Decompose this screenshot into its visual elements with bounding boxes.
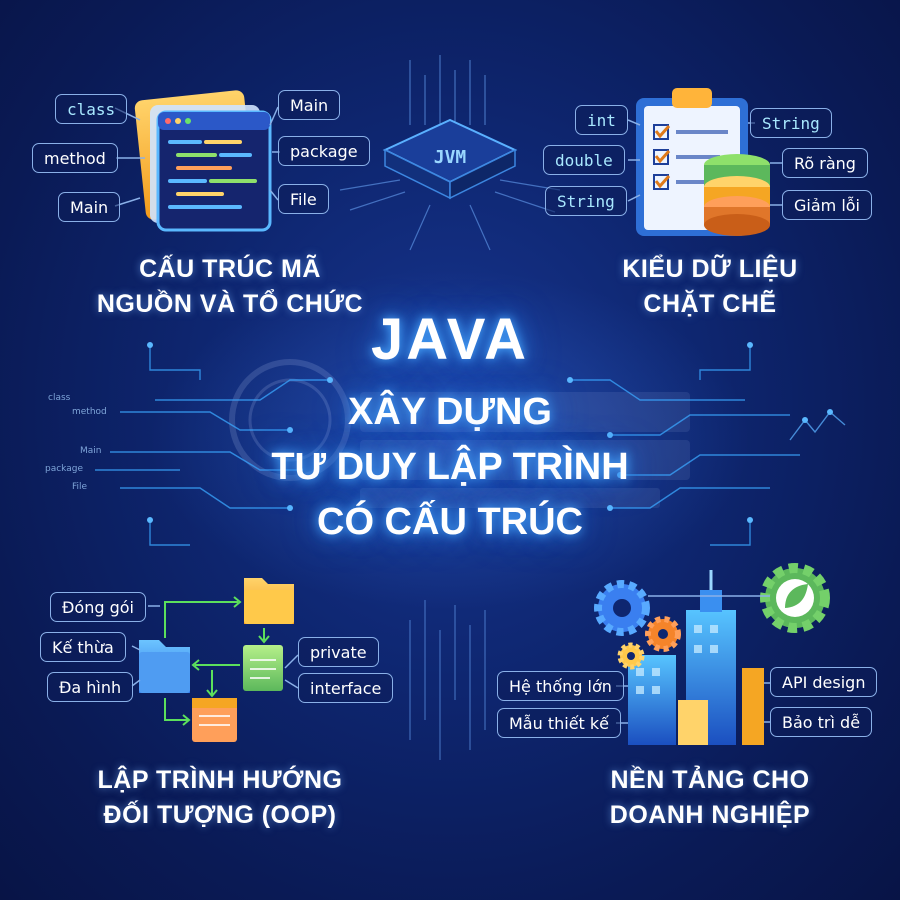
tag-file: File (278, 184, 329, 214)
subtitle-line-3: CÓ CẤU TRÚC (317, 501, 583, 543)
tag-method: method (32, 143, 118, 173)
quadrant-title-enterprise: NỀN TẢNG CHO DOANH NGHIỆP (609, 766, 811, 829)
main-title: JAVA (370, 307, 530, 372)
quadrant-title-oop: LẬP TRÌNH HƯỚNG ĐỐI TƯỢNG (OOP) (97, 766, 343, 829)
tag-int: int (575, 105, 628, 135)
city-gears-icon (594, 563, 830, 745)
tag-string: String (545, 186, 627, 216)
watermark-seal (229, 359, 690, 508)
clipboard-database-icon (627, 88, 782, 236)
gear-icon (594, 563, 830, 670)
circuit-lines (95, 345, 846, 546)
circuit-label: method (72, 407, 107, 417)
tag-class: class (55, 94, 128, 124)
tag-da-hinh: Đa hình (47, 672, 134, 702)
subtitle-line-2: TƯ DUY LẬP TRÌNH (271, 446, 629, 488)
circuit-label: class (48, 393, 71, 403)
tag-bao-tri-de: Bảo trì dễ (770, 707, 873, 737)
tag-private: private (298, 637, 379, 667)
code-window-icon (114, 90, 280, 232)
subtitle-line-1: XÂY DỰNG (348, 391, 552, 433)
tag-package: package (278, 136, 370, 166)
circuit-label: package (45, 464, 83, 474)
circuit-label: File (72, 482, 88, 492)
tag-mau-thiet-ke: Mẫu thiết kế (497, 708, 622, 738)
tag-main: Main (58, 192, 121, 222)
tag-api-design: API design (770, 667, 878, 697)
tag-he-thong-lon: Hệ thống lớn (497, 671, 624, 701)
tag-main: Main (278, 90, 341, 120)
jvm-chip-icon (339, 55, 561, 251)
tag-string: String (750, 108, 832, 138)
tag-interface: interface (298, 673, 394, 703)
tag-double: double (543, 145, 625, 175)
folder-diagram-icon (131, 578, 299, 742)
tag-ke-thua: Kế thừa (40, 632, 126, 662)
jvm-label: JVM (433, 147, 467, 168)
circuit-label: Main (80, 446, 102, 456)
quadrant-title-data-types: KIỂU DỮ LIỆU CHẶT CHẼ (622, 255, 798, 318)
tag-ro-rang: Rõ ràng (782, 148, 868, 178)
tag-giam-loi: Giảm lỗi (782, 190, 872, 220)
quadrant-title-code-structure: CẤU TRÚC MÃ NGUỒN VÀ TỔ CHỨC (96, 255, 364, 318)
tag-dong-goi: Đóng gói (50, 592, 146, 622)
